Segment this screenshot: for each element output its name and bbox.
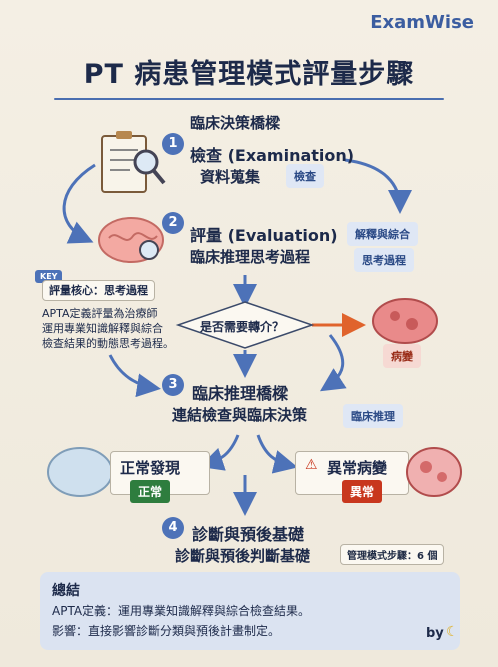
step1-title: 檢查 (Examination): [190, 146, 355, 165]
arrow-note-to-step3: [108, 354, 161, 398]
side-chip-interpret: 解釋與綜合: [347, 222, 418, 246]
step1-subtitle: 資料蒐集: [200, 168, 261, 186]
step4-number: 4: [162, 517, 184, 539]
step3-chip: 臨床推理: [343, 404, 403, 428]
summary-line-1: APTA定義：運用專業知識解釋與綜合檢查結果。: [52, 604, 311, 618]
brain-icon: [98, 217, 164, 263]
step2-title: 評量 (Evaluation): [190, 226, 338, 245]
key-note-line-2: 運用專業知識解釋與綜合: [42, 322, 163, 335]
side-chip-thinking: 思考過程: [354, 248, 414, 272]
abnormal-tissue-icon: [406, 447, 462, 497]
footer-by: by: [426, 626, 444, 641]
summary-box: [40, 572, 460, 650]
step1-chip: 檢查: [286, 164, 324, 188]
key-note-line-3: 檢查結果的動態思考過程。: [42, 337, 174, 350]
clipboard-magnifier-icon: [101, 131, 166, 193]
decision-diamond: [175, 301, 315, 349]
arrow-step1-to-step2: [62, 163, 96, 244]
arrow-side-to-step3: [319, 334, 347, 392]
step4-title: 診斷與預後基礎: [192, 525, 305, 544]
key-box: 評量核心：思考過程: [42, 280, 155, 301]
summary-line-2: 影響：直接影響診斷分類與預後計畫制定。: [52, 624, 281, 638]
step2-subtitle: 臨床推理思考過程: [190, 248, 311, 266]
referral-chip: 病變: [383, 344, 421, 368]
normal-title: 正常發現: [120, 459, 181, 477]
step1-number: 1: [162, 133, 184, 155]
step3-title: 臨床推理橋樑: [192, 384, 289, 403]
step3-subtitle: 連結檢查與臨床決策: [172, 406, 308, 424]
lesion-tissue-icon: [372, 298, 438, 344]
summary-title: 總結: [52, 583, 80, 599]
step4-chip: 管理模式步驟：6 個: [340, 544, 445, 565]
warning-icon: ⚠: [305, 457, 318, 473]
step3-number: 3: [162, 374, 184, 396]
normal-tissue-icon: [47, 447, 113, 497]
step2-number: 2: [162, 212, 184, 234]
arrow-to-side-chips: [344, 158, 412, 214]
top-label: 臨床決策橋樑: [190, 114, 281, 132]
abnormal-title: 異常病變: [327, 459, 388, 477]
step4-subtitle: 診斷與預後判斷基礎: [175, 547, 311, 565]
page-title: PT 病患管理模式評量步驟: [83, 59, 415, 90]
key-badge: KEY: [35, 270, 63, 283]
brand-logo: ExamWise: [370, 12, 474, 33]
abnormal-chip: 異常: [342, 480, 383, 503]
decision-label: 是否需要轉介？: [200, 320, 285, 334]
normal-chip: 正常: [130, 480, 171, 503]
title-underline: [54, 98, 444, 100]
banana-icon: ☾: [446, 624, 459, 640]
key-note-line-1: APTA定義評量為治療師: [42, 307, 158, 320]
arrow-step3-to-abnormal: [256, 434, 298, 474]
